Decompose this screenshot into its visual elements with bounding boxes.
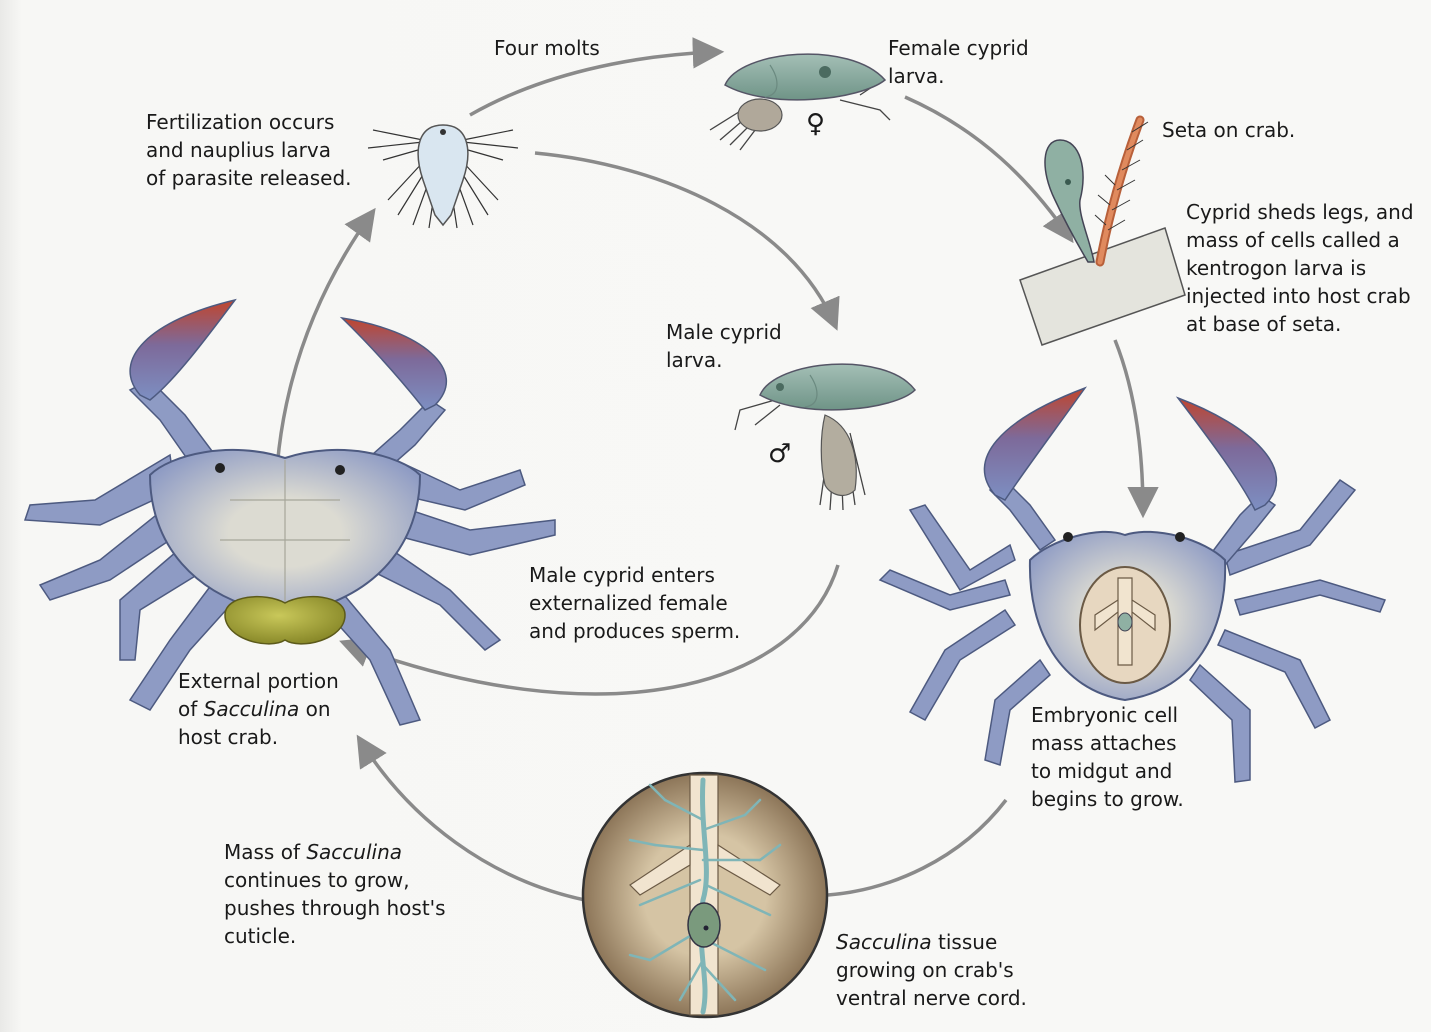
label-male-enters-line2: externalized female: [529, 589, 740, 617]
label-cyprid-sheds-line4: injected into host crab: [1186, 282, 1414, 310]
nerve-cord-inset: [583, 773, 827, 1017]
text-tissue: tissue: [932, 930, 998, 954]
label-female-cyprid-line1: Female cyprid: [888, 34, 1029, 62]
label-mass-line3: pushes through host's: [224, 894, 446, 922]
label-tissue-line3: ventral nerve cord.: [836, 984, 1027, 1012]
label-sacculina-tissue: Sacculina tissue growing on crab's ventr…: [836, 928, 1027, 1012]
seta-illustration: [1020, 120, 1185, 345]
arrow-to-male-cyprid: [535, 153, 835, 325]
label-external-portion: External portion of Sacculina on host cr…: [178, 667, 339, 751]
female-cyprid-illustration: [710, 54, 890, 150]
arrow-right-crab-to-inset: [828, 800, 1006, 895]
label-mass-line1: Mass of Sacculina: [224, 838, 446, 866]
label-embryonic-line3: to midgut and: [1031, 757, 1184, 785]
female-symbol: ♀: [806, 110, 825, 138]
label-male-cyprid-line1: Male cyprid: [666, 318, 782, 346]
text-mass-of: Mass of: [224, 840, 306, 864]
nauplius-larva-illustration: [368, 125, 518, 228]
label-four-molts: Four molts: [494, 34, 600, 62]
label-mass-line4: cuticle.: [224, 922, 446, 950]
text-sacculina-italic: Sacculina: [836, 930, 932, 954]
label-male-cyprid: Male cyprid larva.: [666, 318, 782, 374]
text-of: of: [178, 697, 204, 721]
label-male-enters: Male cyprid enters externalized female a…: [529, 561, 740, 645]
arrow-to-right-crab: [1115, 340, 1143, 512]
label-embryonic: Embryonic cell mass attaches to midgut a…: [1031, 701, 1184, 813]
label-mass-line2: continues to grow,: [224, 866, 446, 894]
label-embryonic-line1: Embryonic cell: [1031, 701, 1184, 729]
label-female-cyprid-line2: larva.: [888, 62, 1029, 90]
label-fertilization-line2: and nauplius larva: [146, 136, 352, 164]
label-cyprid-sheds-line5: at base of seta.: [1186, 310, 1414, 338]
label-embryonic-line2: mass attaches: [1031, 729, 1184, 757]
label-cyprid-sheds-line2: mass of cells called a: [1186, 226, 1414, 254]
label-male-enters-line3: and produces sperm.: [529, 617, 740, 645]
label-external-portion-line3: host crab.: [178, 723, 339, 751]
label-cyprid-sheds-line1: Cyprid sheds legs, and: [1186, 198, 1414, 226]
label-external-portion-line2: of Sacculina on: [178, 695, 339, 723]
label-external-portion-line1: External portion: [178, 667, 339, 695]
text-sacculina-italic: Sacculina: [306, 840, 402, 864]
label-cyprid-sheds-line3: kentrogon larva is: [1186, 254, 1414, 282]
label-male-enters-line1: Male cyprid enters: [529, 561, 740, 589]
label-male-cyprid-line2: larva.: [666, 346, 782, 374]
label-fertilization-line3: of parasite released.: [146, 164, 352, 192]
label-fertilization-line1: Fertilization occurs: [146, 108, 352, 136]
left-crab-illustration: [25, 300, 555, 725]
text-on: on: [299, 697, 330, 721]
label-female-cyprid: Female cyprid larva.: [888, 34, 1029, 90]
label-seta: Seta on crab.: [1162, 116, 1295, 144]
label-cyprid-sheds: Cyprid sheds legs, and mass of cells cal…: [1186, 198, 1414, 338]
label-tissue-line2: growing on crab's: [836, 956, 1027, 984]
sacculina-externa: [225, 597, 345, 644]
male-symbol: ♂: [768, 440, 791, 468]
label-embryonic-line4: begins to grow.: [1031, 785, 1184, 813]
male-cyprid-illustration: [735, 364, 915, 510]
label-tissue-line1: Sacculina tissue: [836, 928, 1027, 956]
label-fertilization: Fertilization occurs and nauplius larva …: [146, 108, 352, 192]
text-sacculina-italic: Sacculina: [204, 697, 300, 721]
label-mass-of-sacculina: Mass of Sacculina continues to grow, pus…: [224, 838, 446, 950]
